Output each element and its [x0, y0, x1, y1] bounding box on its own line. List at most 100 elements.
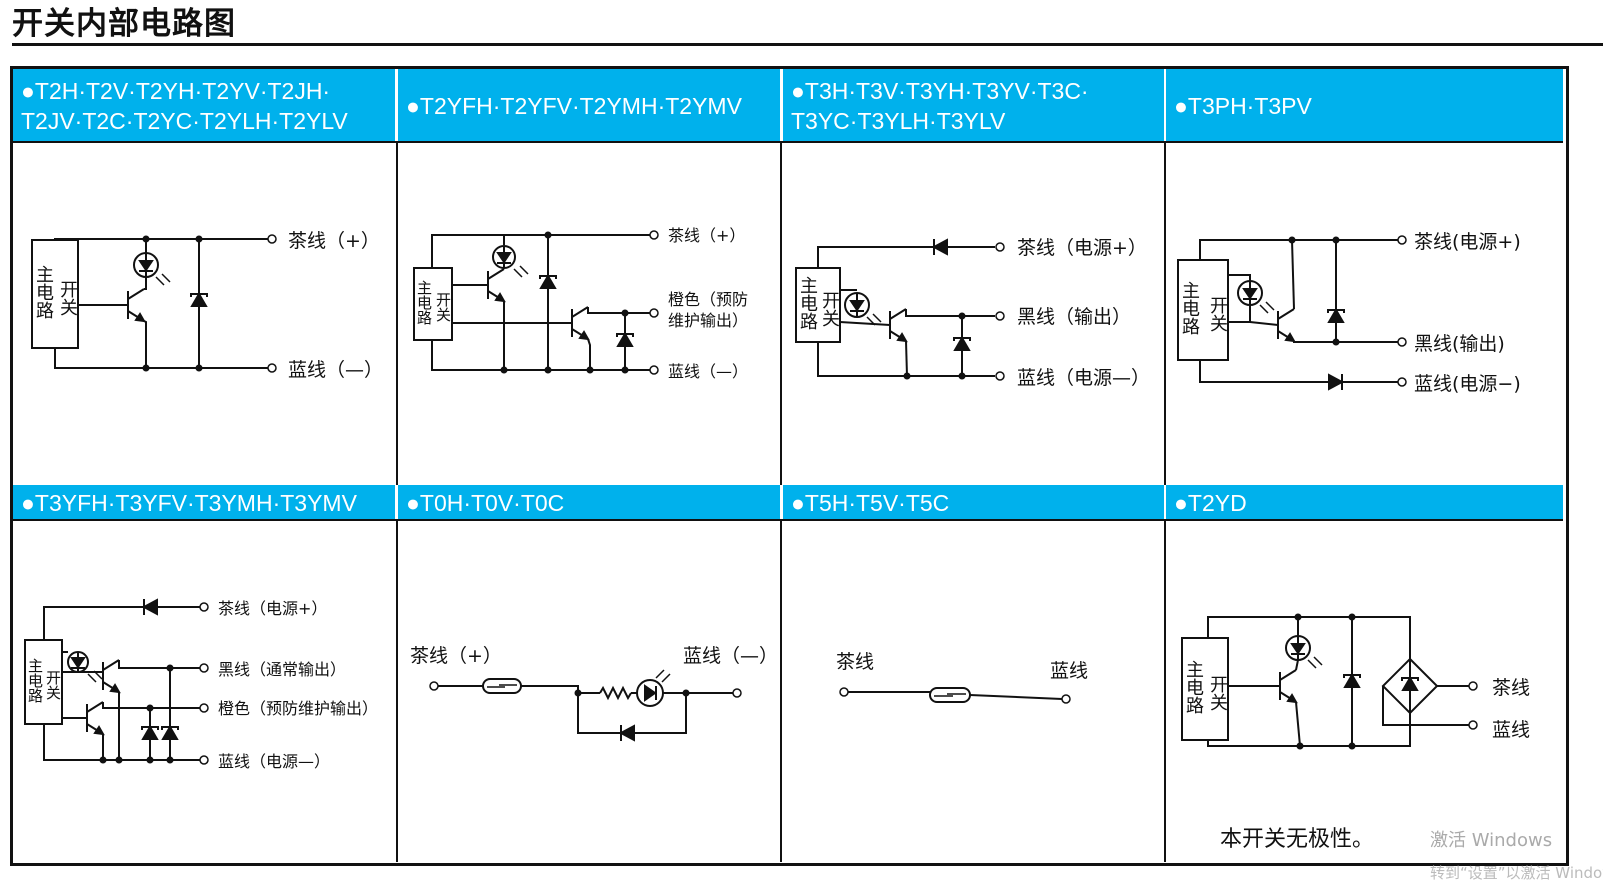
diode-icon: [141, 725, 159, 740]
terminal-icon: [199, 755, 209, 765]
wire: [118, 660, 200, 669]
junction-dot: [146, 756, 154, 764]
diode-icon: [618, 724, 635, 742]
wire-label: 茶线(电源+): [1414, 231, 1521, 253]
diode-icon: [539, 274, 557, 289]
diode-bar: [141, 726, 159, 730]
panel-header-2: ●T2YFH·T2YFV·T2YMH·T2YMV: [398, 69, 780, 142]
wire-label: 茶线（+）: [668, 226, 745, 245]
wire-label: 茶线（+）: [288, 230, 380, 252]
wire-label: 维护输出）: [668, 311, 748, 330]
main-circuit-label: 主电路: [1183, 660, 1204, 714]
switch-label: 开关: [57, 280, 78, 316]
terminal-icon: [1397, 337, 1407, 347]
light-arrows-icon: [1307, 656, 1323, 669]
junction-dot: [1288, 236, 1296, 244]
reed-switch-icon: [929, 687, 971, 703]
switch-label: 开关: [819, 291, 840, 327]
diode-bar: [1343, 674, 1361, 678]
terminal-icon: [649, 230, 659, 240]
panel-header-5: ●T3YFH·T3YFV·T3YMH·T3YMV: [13, 485, 395, 520]
divider: [780, 142, 782, 485]
wire: [1207, 616, 1411, 659]
wire-label: 蓝线（—）: [668, 362, 748, 381]
wire: [1291, 239, 1295, 310]
terminal-icon: [1468, 720, 1478, 730]
emitter-arrow: [134, 312, 146, 323]
divider: [396, 142, 398, 485]
junction-dot: [621, 309, 629, 317]
main-circuit-label: 主电路: [26, 658, 44, 703]
wire-label: 茶线（电源+）: [1017, 237, 1147, 259]
wire: [1228, 274, 1251, 281]
wire: [54, 238, 268, 260]
light-arrows-icon: [513, 265, 529, 278]
main-circuit-label: 主电路: [797, 276, 818, 330]
wire: [839, 321, 891, 326]
wire-label: 黑线(输出): [1414, 333, 1505, 355]
junction-dot: [166, 664, 174, 672]
emitter-arrow: [93, 725, 105, 736]
junction-dot: [1332, 236, 1340, 244]
light-arrows-icon: [155, 273, 171, 286]
diode-bar: [539, 275, 557, 279]
terminal-icon: [649, 308, 659, 318]
emitter-arrow: [896, 332, 908, 343]
wire: [905, 340, 908, 377]
diode-icon: [161, 725, 179, 740]
wire: [1199, 360, 1398, 383]
terminal-icon: [267, 363, 277, 373]
junction-dot: [115, 756, 123, 764]
junction-dot: [195, 364, 203, 372]
junction-dot: [1348, 742, 1356, 750]
panel-header-1: ●T2H·T2V·T2YH·T2YV·T2JH· T2JV·T2C·T2YC·T…: [13, 69, 395, 142]
wire: [587, 338, 591, 370]
junction-dot: [958, 312, 966, 320]
diode-icon: [953, 336, 971, 351]
resistor-icon: [599, 685, 632, 701]
terminal-icon: [732, 688, 742, 698]
title-underline: [12, 43, 1603, 46]
wire: [817, 246, 995, 268]
main-circuit-box: [413, 267, 453, 341]
junction-dot: [142, 235, 150, 243]
divider: [13, 519, 1563, 521]
diagram-frame: [10, 66, 1569, 866]
wire: [54, 348, 268, 369]
diode-icon: [1343, 673, 1361, 688]
switch-label: 开关: [1207, 675, 1228, 711]
junction-dot: [99, 756, 107, 764]
emitter-arrow: [494, 292, 506, 303]
junction-dot: [1294, 613, 1302, 621]
light-arrows-icon: [655, 669, 671, 683]
wire-label: 橙色（预防维护输出）: [218, 699, 378, 718]
terminal-icon: [199, 703, 209, 713]
wire-label: 蓝线（电源—）: [218, 752, 330, 771]
wire-label: 茶线: [836, 651, 874, 673]
panel-header-8: ●T2YD: [1166, 485, 1563, 520]
led-diode: [644, 684, 657, 702]
wire-label: 茶线（电源+）: [218, 599, 327, 618]
terminal-icon: [839, 687, 849, 697]
led-wire: [497, 246, 511, 268]
wire-label: 茶线（+）: [410, 645, 502, 667]
panel-header-7: ●T5H·T5V·T5C: [783, 485, 1164, 520]
emitter-arrow: [1284, 332, 1296, 343]
main-circuit-box: [795, 267, 841, 343]
wire: [143, 320, 147, 368]
main-circuit-box: [1181, 637, 1229, 741]
terminal-icon: [199, 602, 209, 612]
junction-dot: [500, 366, 508, 374]
junction-dot: [1348, 613, 1356, 621]
wire-label: 黑线（输出）: [1017, 306, 1131, 328]
no-polarity-note: 本开关无极性。: [1220, 827, 1374, 852]
wire: [144, 277, 147, 290]
page-title: 开关内部电路图: [12, 6, 236, 42]
divider: [1164, 142, 1166, 485]
terminal-icon: [1397, 377, 1407, 387]
switch-label: 开关: [44, 670, 62, 700]
junction-dot: [544, 231, 552, 239]
junction-dot: [146, 704, 154, 712]
panel-header-6: ●T0H·T0V·T0C: [398, 485, 780, 520]
diode-icon: [190, 292, 208, 307]
